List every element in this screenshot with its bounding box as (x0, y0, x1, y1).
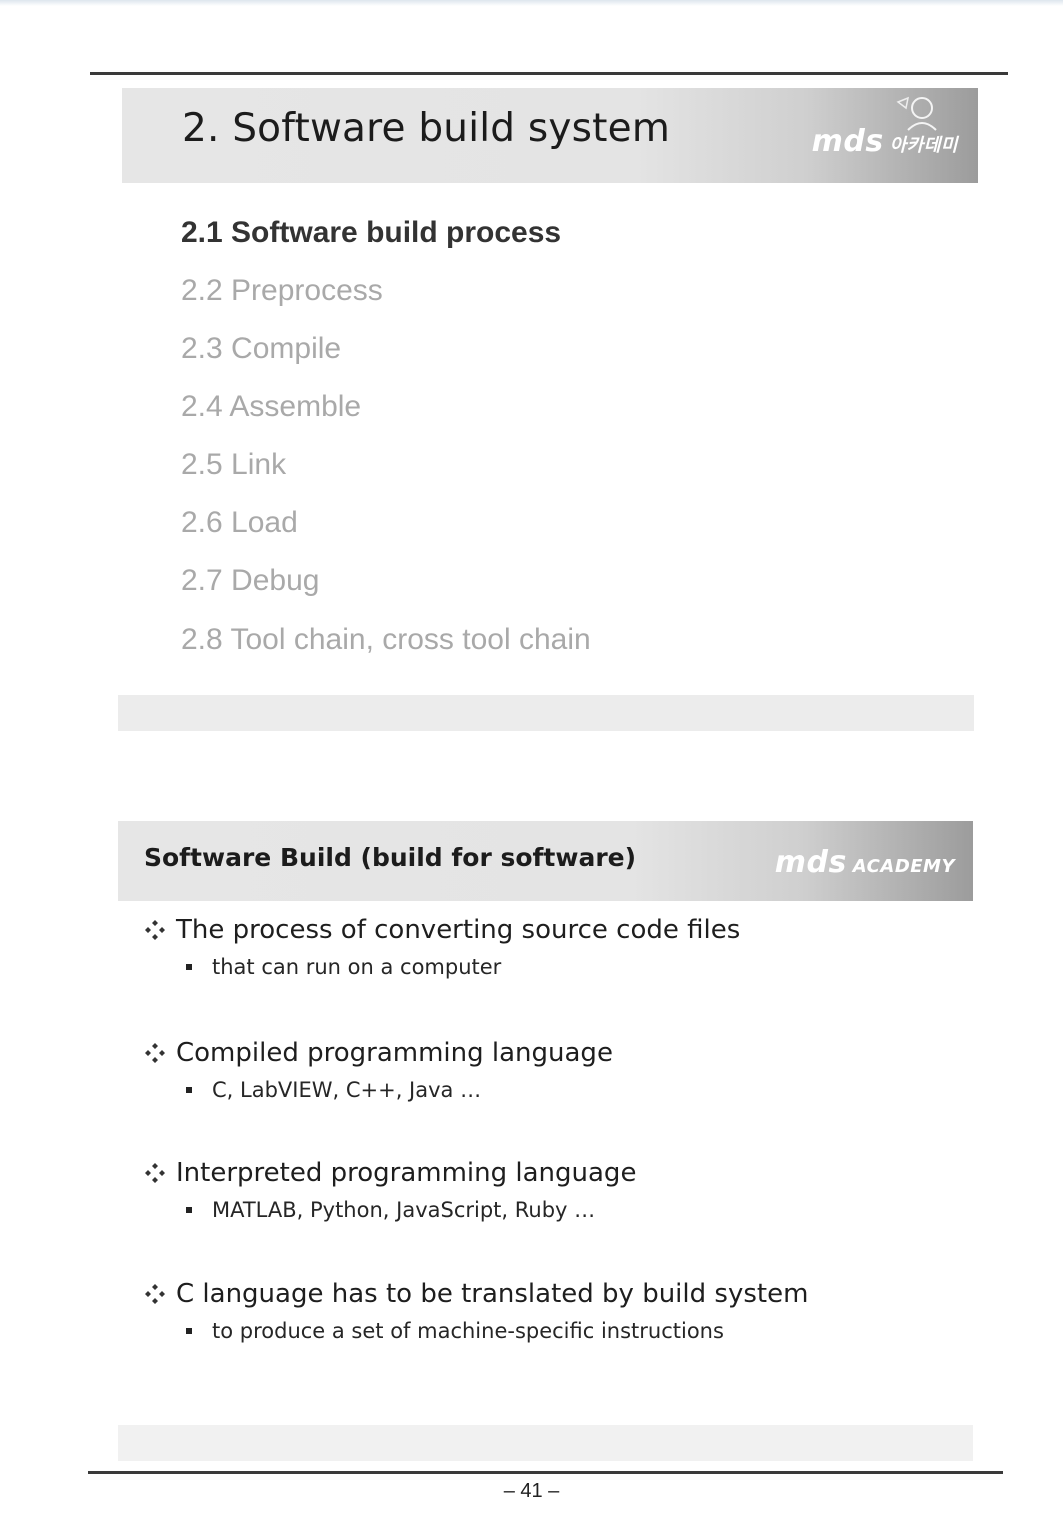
logo-mds-text: mds (811, 124, 884, 159)
bullet-item: The process of converting source code fi… (144, 915, 740, 979)
toc-item-2-4: 2.4 Assemble (181, 390, 362, 423)
toc-item-2-5: 2.5 Link (181, 448, 287, 481)
sub-bullet-text: C, LabVIEW, C++, Java … (212, 1078, 482, 1102)
toc-item-2-3: 2.3 Compile (181, 332, 342, 365)
bullet-main: C language has to be translated by build… (144, 1279, 808, 1309)
bullet-text: Compiled programming language (176, 1038, 613, 1068)
bullet-item: C language has to be translated by build… (144, 1279, 808, 1343)
toc-item-2-1: 2.1 Software build process (181, 216, 562, 249)
sub-bullet: C, LabVIEW, C++, Java … (186, 1078, 613, 1102)
slide-footer-strip (118, 1425, 973, 1461)
sub-bullet-text: to produce a set of machine-specific ins… (212, 1319, 724, 1343)
slide-footer-strip (118, 695, 974, 731)
bullet-item: Interpreted programming language MATLAB,… (144, 1158, 636, 1222)
bottom-rule (88, 1471, 1003, 1474)
logo-suffix-text: 아카데미 (889, 135, 958, 156)
bullet-main: Interpreted programming language (144, 1158, 636, 1188)
four-diamond-bullet-icon (145, 1163, 165, 1183)
sub-bullet: that can run on a computer (186, 955, 740, 979)
toc-item-2-7: 2.7 Debug (181, 564, 320, 597)
bullet-main: Compiled programming language (144, 1038, 613, 1068)
bullet-main: The process of converting source code fi… (144, 915, 740, 945)
mascot-figure-icon (896, 96, 937, 131)
toc-item-2-6: 2.6 Load (181, 506, 298, 539)
page-number: – 41 – (503, 1480, 560, 1502)
square-bullet-icon (186, 1328, 192, 1334)
toc-item-2-8: 2.8 Tool chain, cross tool chain (181, 623, 591, 656)
section-title: Software Build (build for software) (144, 843, 637, 872)
sub-bullet: MATLAB, Python, JavaScript, Ruby … (186, 1198, 636, 1222)
four-diamond-bullet-icon (145, 1284, 165, 1304)
four-diamond-bullet-icon (145, 1043, 165, 1063)
top-edge-strip (0, 0, 1063, 6)
sub-bullet: to produce a set of machine-specific ins… (186, 1319, 808, 1343)
logo-mds-text: mds (774, 845, 847, 880)
square-bullet-icon (186, 1207, 192, 1213)
bullet-text: Interpreted programming language (176, 1158, 637, 1188)
square-bullet-icon (186, 964, 192, 970)
bullet-item: Compiled programming language C, LabVIEW… (144, 1038, 613, 1102)
bullet-text: The process of converting source code fi… (176, 915, 741, 945)
logo-suffix-text: ACADEMY (852, 856, 955, 877)
toc-item-2-2: 2.2 Preprocess (181, 274, 383, 307)
four-diamond-bullet-icon (145, 920, 165, 940)
sub-bullet-text: MATLAB, Python, JavaScript, Ruby … (212, 1198, 596, 1222)
sub-bullet-text: that can run on a computer (212, 955, 502, 979)
top-rule (90, 72, 1008, 75)
bullet-text: C language has to be translated by build… (176, 1279, 809, 1309)
square-bullet-icon (186, 1087, 192, 1093)
chapter-title: 2. Software build system (182, 106, 671, 151)
